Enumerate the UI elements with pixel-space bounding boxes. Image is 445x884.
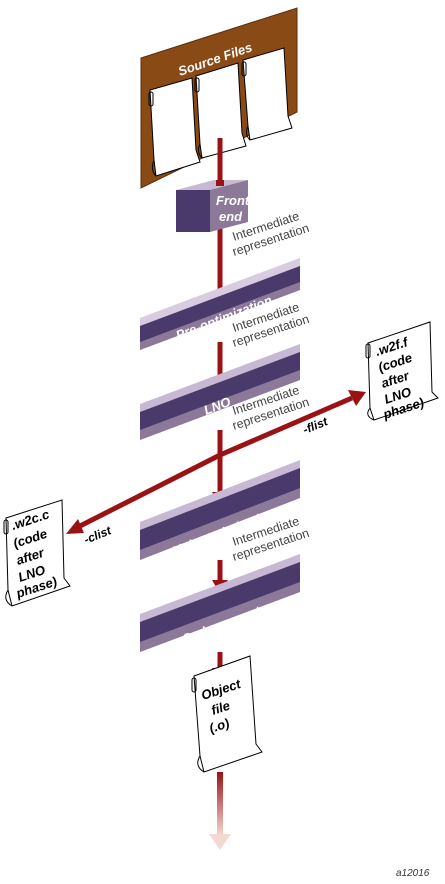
source-file-page-1 [148, 77, 201, 177]
fading-output-arrow [209, 772, 231, 850]
stage-lno: LNO [140, 344, 300, 440]
stage-front-end: Front end [176, 180, 250, 232]
figure-id: a12016 [396, 868, 430, 879]
flist-arrow [219, 390, 366, 458]
clist-label: -clist [82, 523, 114, 547]
clist-arrow [66, 452, 222, 534]
object-file-document: Object file (.o) [191, 655, 263, 773]
source-files-group: Source Files [140, 7, 298, 189]
front-end-label-line1: Front [216, 193, 250, 208]
object-file-line3: (.o) [207, 715, 231, 736]
source-file-page-2 [194, 62, 247, 159]
object-file-line2: file [209, 698, 232, 718]
w2c-output-document: .w2c.c (code after LNO phase) [3, 499, 71, 607]
source-file-page-3 [241, 47, 293, 141]
front-end-label-line2: end [219, 209, 243, 224]
w2f-output-document: .w2f.f (code after LNO phase) [365, 321, 439, 422]
